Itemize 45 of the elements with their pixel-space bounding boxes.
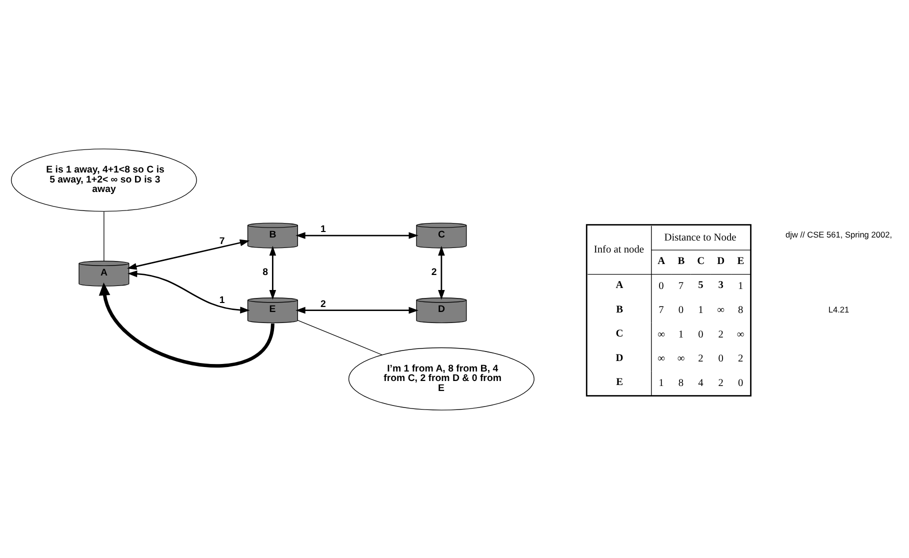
label: ∞ [736,328,744,340]
label: 2 [698,353,704,364]
label: B [616,304,623,315]
label: 3 [718,280,724,291]
label: L4.21 [828,304,850,314]
label: A [658,255,666,266]
label: 0 [678,304,684,316]
label: ∞ [677,353,685,364]
label: 0 [698,328,704,340]
label: ∞ [658,328,666,340]
label: 1 [658,377,664,388]
label: 0 [738,377,744,388]
label: 8 [678,377,684,388]
label: E [616,376,623,388]
label: 1 [698,304,704,316]
edge-label: 2 [431,266,437,278]
label: C [697,255,705,266]
label: A [616,280,624,291]
label: C [616,328,624,340]
label: djw // CSE 561, Spring 2002, [785,229,892,240]
label: 1 [678,328,684,340]
label: E [737,255,744,266]
label: 7 [678,280,684,292]
label: 2 [718,328,724,340]
label: 5 [698,280,704,291]
label: D [616,352,624,364]
edge-label: 7 [219,235,225,246]
edge-label: 2 [320,298,326,310]
label: ∞ [717,304,725,316]
edge-label: 1 [219,294,225,306]
label: 2 [718,377,724,388]
label: 2 [738,353,744,364]
label: B [678,255,685,266]
label: 8 [738,304,744,316]
label: 7 [658,304,664,316]
edge-label: 8 [262,266,268,278]
label: 0 [718,353,724,364]
label: ∞ [658,353,666,364]
label: 0 [658,280,664,292]
label: 1 [738,280,744,292]
label: 4 [698,377,704,388]
label: Distance to Node [664,232,736,243]
label: Info at node [594,244,644,255]
edge-label: 1 [320,224,326,235]
label: D [717,255,725,266]
